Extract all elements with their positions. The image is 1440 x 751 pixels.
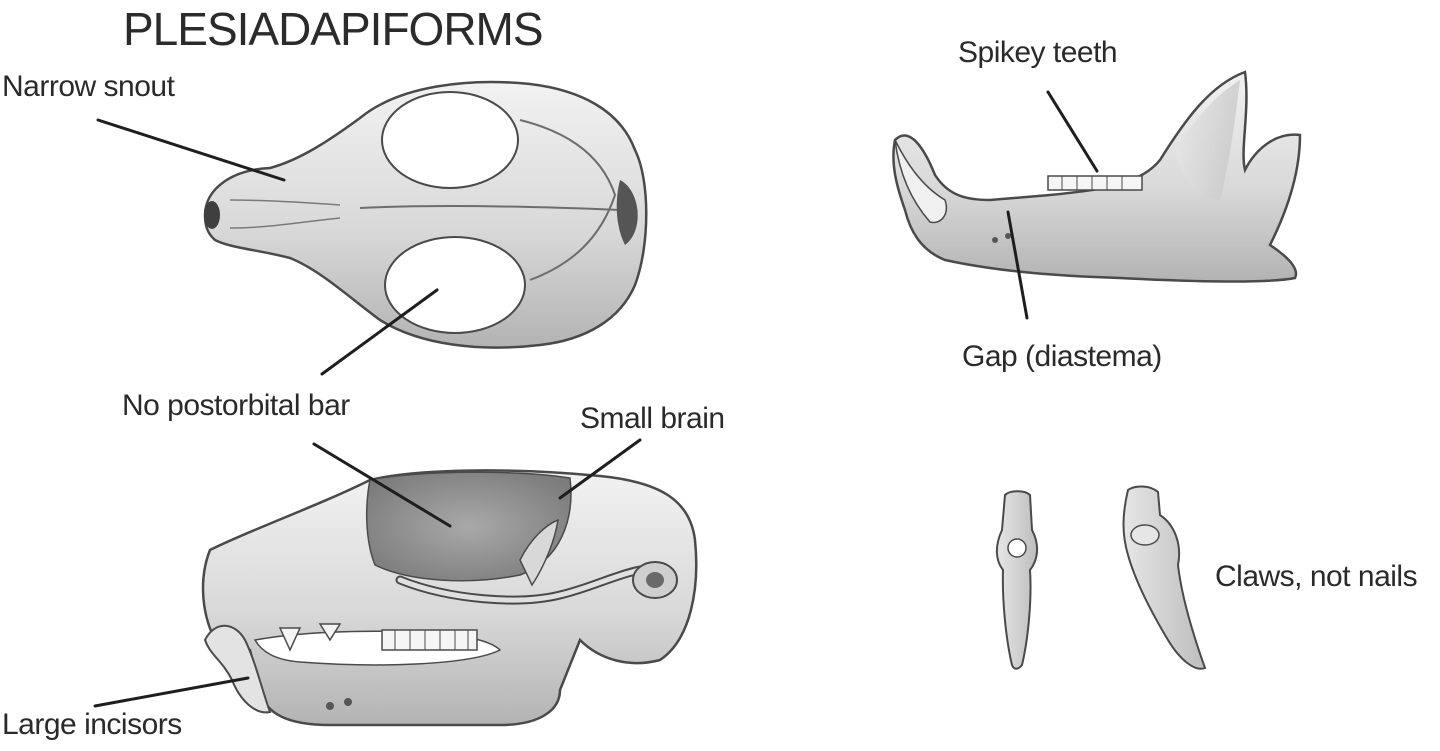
label-narrow-snout: Narrow snout bbox=[2, 70, 175, 103]
leader-small-brain bbox=[558, 438, 642, 500]
lower-jaw bbox=[892, 70, 1302, 283]
leader-no-postorbital-bar-lower bbox=[312, 442, 452, 528]
label-no-postorbital-bar: No postorbital bar bbox=[122, 389, 350, 422]
leader-spikey-teeth bbox=[1046, 90, 1099, 173]
claw-front-view bbox=[995, 490, 1038, 670]
label-claws-not-nails: Claws, not nails bbox=[1215, 560, 1418, 593]
label-large-incisors: Large incisors bbox=[2, 708, 182, 741]
leader-large-incisors bbox=[93, 676, 250, 708]
diagram-title: PLESIADAPIFORMS bbox=[123, 3, 544, 55]
leader-no-postorbital-bar bbox=[320, 288, 439, 376]
leader-lines bbox=[93, 90, 1099, 708]
skull-side-view bbox=[201, 469, 698, 727]
skull-top-view bbox=[203, 80, 648, 349]
claw-side-view bbox=[1122, 485, 1207, 670]
label-small-brain: Small brain bbox=[580, 402, 725, 435]
leader-narrow-snout bbox=[96, 118, 286, 182]
label-gap-diastema: Gap (diastema) bbox=[962, 340, 1162, 373]
leader-gap-diastema bbox=[1006, 210, 1029, 320]
label-spikey-teeth: Spikey teeth bbox=[958, 36, 1118, 69]
